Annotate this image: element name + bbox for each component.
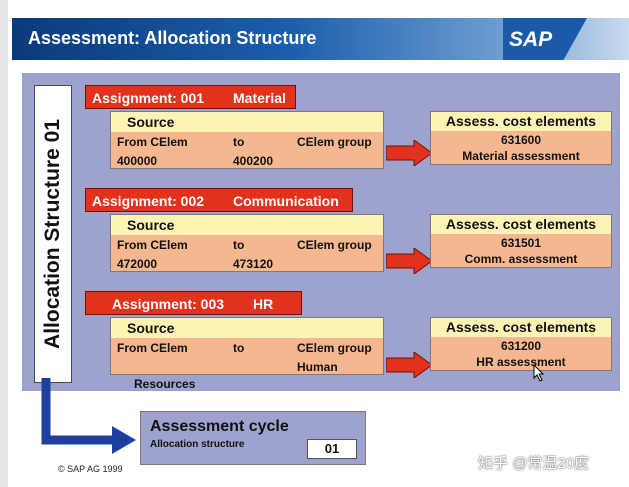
source-title-003: Source (111, 318, 383, 338)
col-from-celem-001: From CElem (117, 135, 188, 149)
cost-element-box-002: Assess. cost elements 631501 Comm. asses… (430, 214, 612, 268)
col-to-003: to (233, 341, 245, 355)
left-edge-strip (0, 0, 8, 487)
cost-element-name-002: Comm. assessment (464, 252, 578, 266)
cost-element-number-003: 631200 (500, 339, 542, 353)
assessment-cycle-title: Assessment cycle (150, 418, 289, 435)
assignment-003-label: Assignment: 003 (112, 296, 225, 312)
cost-element-number-002: 631501 (500, 236, 542, 250)
source-title-002: Source (111, 215, 383, 235)
assignment-001-label: Assignment: 001 (92, 90, 205, 106)
red-arrow-icon (386, 352, 432, 378)
allocation-structure-caption: Allocation structure (150, 439, 245, 450)
cost-element-title-003: Assess. cost elements (431, 318, 611, 337)
source-box-002: Source From CElem to CElem group 472000 … (110, 214, 384, 272)
allocation-structure-label: Allocation Structure 01 (41, 119, 64, 349)
assignment-002-name: Communication (233, 193, 339, 209)
col-to-001: to (233, 135, 245, 149)
blue-elbow-arrow-icon (41, 378, 136, 454)
sap-logo-text: SAP (509, 28, 553, 51)
cost-element-title-002: Assess. cost elements (431, 215, 611, 234)
cost-element-box-001: Assess. cost elements 631600 Material as… (430, 111, 612, 165)
assignment-003-header: Assignment: 003 HR (85, 291, 302, 315)
to-value-001: 400200 (233, 154, 274, 168)
source-box-001: Source From CElem to CElem group 400000 … (110, 111, 384, 169)
assignment-003-name: HR (253, 296, 274, 312)
sap-logo: SAP (503, 18, 587, 60)
source-box-003: Source From CElem to CElem group Human (110, 317, 384, 375)
cost-element-name-003: HR assessment (476, 355, 566, 369)
to-value-002: 473120 (233, 257, 274, 271)
red-arrow-icon (386, 248, 432, 274)
group-value-003: Human (297, 360, 338, 374)
col-celem-group-003: CElem group (297, 341, 372, 355)
cost-element-title-001: Assess. cost elements (431, 112, 611, 131)
red-arrow-icon (386, 140, 432, 166)
assessment-cycle-box: Assessment cycle Allocation structure 01 (140, 411, 366, 465)
col-from-celem-002: From CElem (117, 238, 188, 252)
col-celem-group-002: CElem group (297, 238, 372, 252)
col-from-celem-003: From CElem (117, 341, 188, 355)
allocation-structure-value: 01 (307, 439, 357, 459)
watermark-text: 知乎 @常温20度 (478, 455, 590, 472)
from-value-001: 400000 (117, 154, 158, 168)
page-title: Assessment: Allocation Structure (28, 28, 317, 48)
resources-label: Resources (134, 377, 196, 391)
assignment-002-label: Assignment: 002 (92, 193, 205, 209)
cost-element-number-001: 631600 (500, 133, 542, 147)
cost-element-name-001: Material assessment (462, 149, 580, 163)
col-to-002: to (233, 238, 245, 252)
assignment-001-header: Assignment: 001 Material (85, 85, 296, 109)
from-value-002: 472000 (117, 257, 158, 271)
assignment-002-header: Assignment: 002 Communication (85, 188, 353, 212)
col-celem-group-001: CElem group (297, 135, 372, 149)
allocation-structure-label-box: Allocation Structure 01 (34, 85, 72, 383)
mouse-cursor-icon (533, 364, 545, 382)
cost-element-box-003: Assess. cost elements 631200 HR assessme… (430, 317, 612, 371)
source-title-001: Source (111, 112, 383, 132)
copyright-text: © SAP AG 1999 (58, 464, 123, 474)
assignment-001-name: Material (233, 90, 286, 106)
